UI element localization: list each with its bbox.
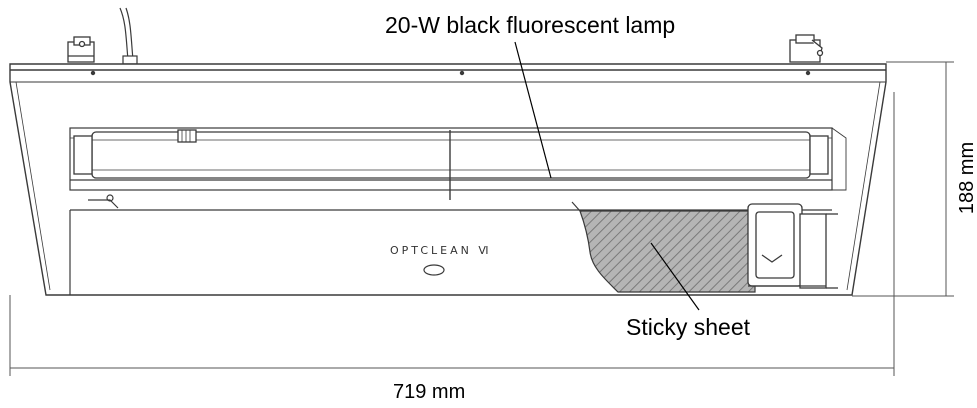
brand-label: OPTCLEAN Ⅵ xyxy=(390,244,492,257)
sticky-sheet xyxy=(571,201,756,293)
callout-leaders xyxy=(514,41,700,311)
lamp-leader-line xyxy=(514,41,552,179)
brand-emblem xyxy=(423,264,445,276)
lamp-label: 20-W black fluorescent lamp xyxy=(385,12,676,38)
lower-cover xyxy=(69,194,832,295)
dimension-lines xyxy=(9,61,954,376)
left-mounting-bracket xyxy=(67,36,95,63)
right-mounting-bracket xyxy=(789,34,824,63)
sheet-holder xyxy=(747,203,838,289)
sheet-leader-line xyxy=(650,242,700,311)
power-cord xyxy=(119,7,138,65)
width-dimension-label: 719 mm xyxy=(393,381,466,403)
fluorescent-lamp xyxy=(73,129,829,200)
sticky-sheet-label: Sticky sheet xyxy=(626,314,750,340)
height-dimension-label: 188 mm xyxy=(956,141,977,215)
